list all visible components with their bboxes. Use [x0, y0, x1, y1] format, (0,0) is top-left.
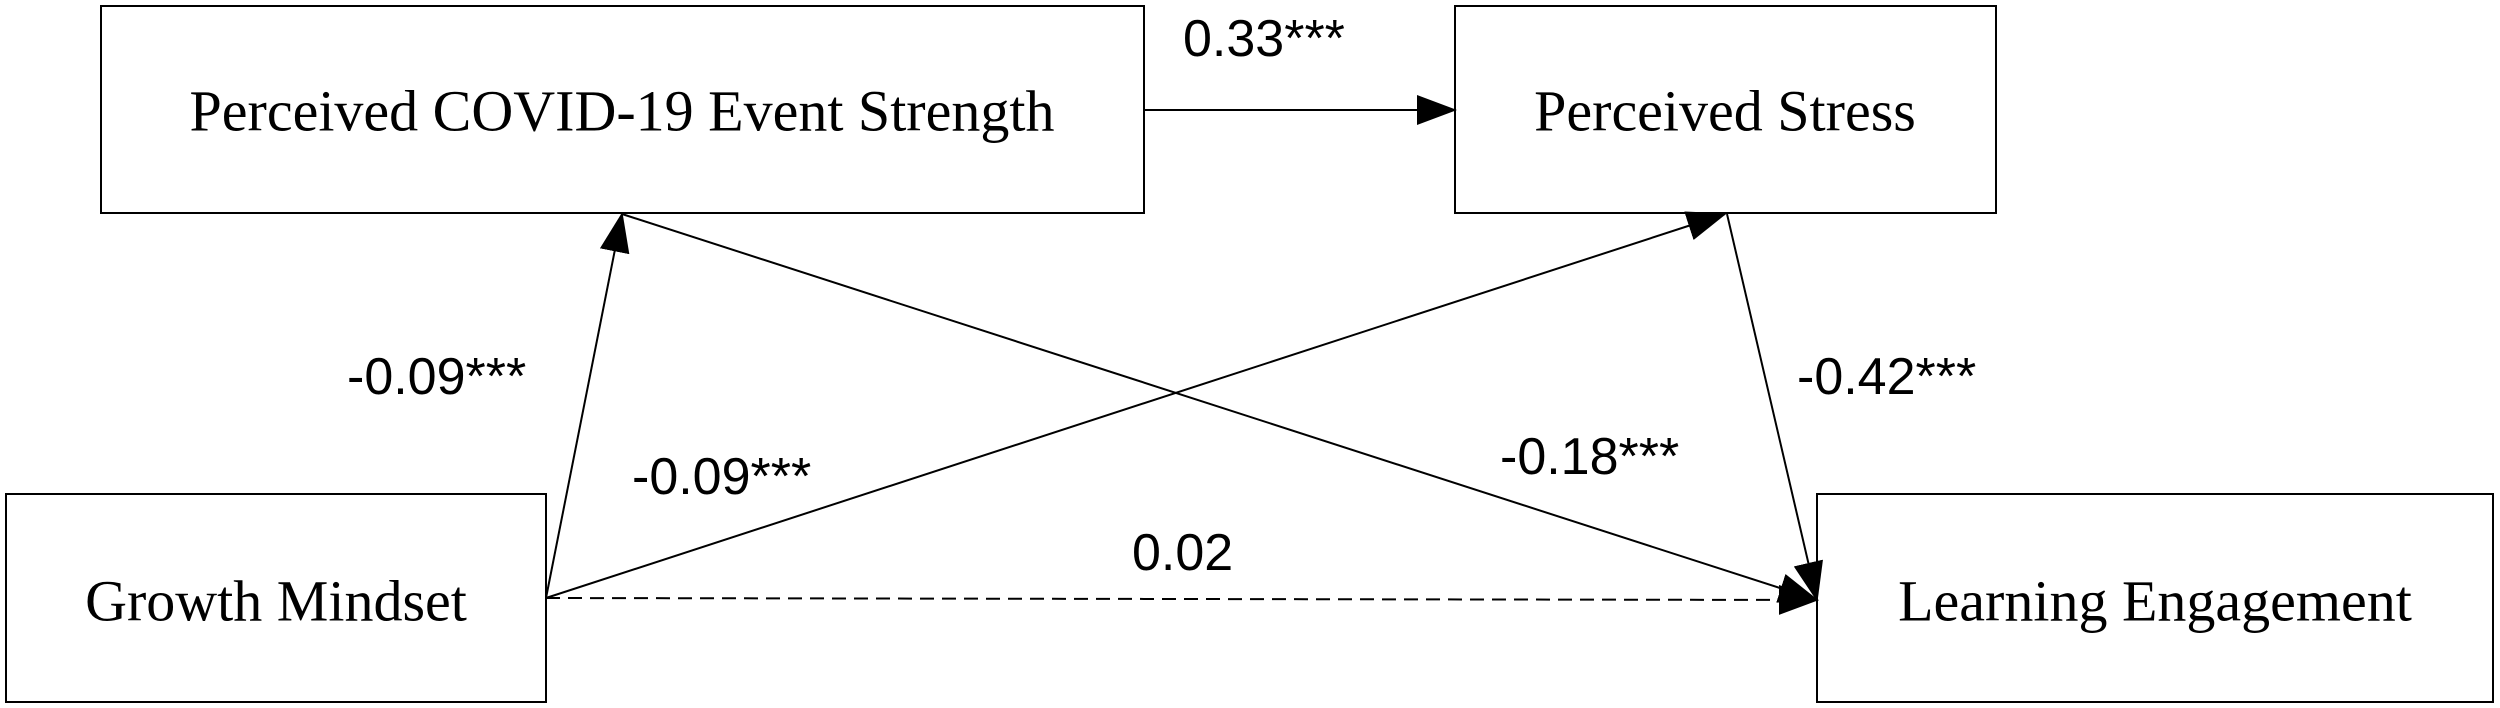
coef-covid-to-stress: 0.33*** [1183, 10, 1345, 68]
node-growth-mindset: Growth Mindset [5, 493, 547, 703]
edge-mindset-to-covid [545, 212, 630, 599]
node-covid-strength-label: Perceived COVID-19 Event Strength [190, 79, 1055, 144]
node-covid-strength: Perceived COVID-19 Event Strength [100, 5, 1145, 214]
node-learning-engagement-label: Learning Engagement [1898, 569, 2412, 634]
edge-mindset-to-stress [545, 211, 1727, 599]
coef-mindset-to-covid: -0.09*** [347, 348, 526, 406]
edge-mindset-to-engagement [545, 584, 1819, 615]
node-perceived-stress-box [1454, 5, 1997, 214]
edge-stress-to-engagement [1726, 213, 1823, 602]
node-perceived-stress: Perceived Stress [1454, 5, 1997, 214]
coef-mindset-to-engagement: 0.02 [1132, 524, 1233, 582]
node-learning-engagement: Learning Engagement [1816, 493, 2494, 703]
node-covid-strength-box [100, 5, 1145, 214]
coef-mindset-to-stress: -0.09*** [632, 448, 811, 506]
edge-covid-to-engagement [621, 213, 1819, 603]
node-growth-mindset-box [5, 493, 547, 703]
coef-stress-to-engagement: -0.42*** [1797, 348, 1976, 406]
node-perceived-stress-label: Perceived Stress [1534, 79, 1916, 144]
node-learning-engagement-box [1816, 493, 2494, 703]
coef-covid-to-engagement: -0.18*** [1500, 428, 1679, 486]
node-growth-mindset-label: Growth Mindset [85, 569, 467, 634]
